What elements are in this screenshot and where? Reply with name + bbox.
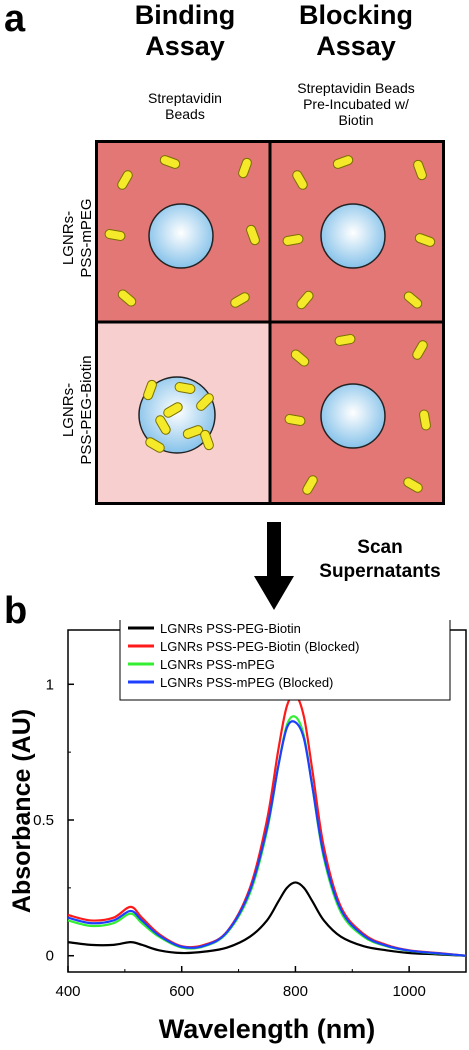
blocking-assay-heading: Blocking Assay xyxy=(298,0,413,61)
nanorod xyxy=(174,382,196,394)
legend-entry: LGNRs PSS-mPEG (Blocked) xyxy=(160,675,333,690)
nanorod xyxy=(334,334,356,346)
legend-entry: LGNRs PSS-PEG-Biotin (Blocked) xyxy=(160,639,359,654)
series-line-4 xyxy=(67,720,467,957)
nanorod xyxy=(414,233,436,247)
nanorod xyxy=(200,429,214,451)
nanorod xyxy=(117,289,137,307)
nanorod xyxy=(159,155,181,169)
nanorod xyxy=(155,415,171,435)
nanorod xyxy=(403,291,423,309)
nanorod xyxy=(302,475,318,495)
nanorod xyxy=(117,170,133,190)
nanorod xyxy=(403,477,423,493)
nanorod xyxy=(143,379,157,401)
nanorod xyxy=(290,349,310,367)
nanorod xyxy=(419,409,431,431)
down-arrow-icon xyxy=(254,522,294,610)
series-line-1 xyxy=(67,881,467,957)
legend-entry: LGNRs PSS-PEG-Biotin xyxy=(160,621,301,636)
nanorod xyxy=(238,157,252,179)
panel-a-letter: a xyxy=(4,0,26,40)
binding-column-subheading: Streptavidin Beads xyxy=(148,90,222,122)
nanorod xyxy=(292,170,308,190)
x-tick-label: 1000 xyxy=(392,983,425,1000)
y-axis-label: Absorbance (AU) xyxy=(8,709,36,913)
y-tick-label: 0 xyxy=(46,948,54,965)
nanorod xyxy=(196,393,214,411)
nanorod xyxy=(246,224,260,246)
nanorod xyxy=(182,425,204,439)
binding-assay-heading: Binding Assay xyxy=(134,0,236,61)
row-label-biotin: LGNRs- PSS-PEG-Biotin xyxy=(60,355,95,465)
bead xyxy=(148,203,214,269)
nanorod xyxy=(145,437,165,453)
x-tick-label: 600 xyxy=(169,983,194,1000)
nanorod xyxy=(413,159,427,181)
x-axis-label: Wavelength (nm) xyxy=(159,1014,376,1044)
legend-entry: LGNRs PSS-mPEG xyxy=(160,657,275,672)
bead xyxy=(320,383,386,449)
nanorod xyxy=(282,234,304,246)
nanorod xyxy=(412,340,428,360)
y-tick-label: 0.5 xyxy=(33,812,54,829)
blocking-column-subheading: Streptavidin Beads Pre-Incubated w/ Biot… xyxy=(297,80,415,128)
nanorod xyxy=(284,414,306,426)
nanorod xyxy=(332,155,354,169)
nanorod xyxy=(230,292,250,308)
x-tick-label: 800 xyxy=(283,983,308,1000)
scan-supernatants-label: Scan Supernatants xyxy=(319,537,441,582)
panel-b-letter: b xyxy=(4,590,28,632)
row-label-mpeg: LGNRs- PSS-mPEG xyxy=(60,198,95,278)
assay-grid-diagram xyxy=(95,140,445,505)
x-tick-label: 400 xyxy=(55,983,80,1000)
nanorod xyxy=(104,229,126,241)
nanorod xyxy=(296,290,314,310)
nanorod xyxy=(163,402,183,418)
y-tick-label: 1 xyxy=(46,676,54,693)
legend-box xyxy=(119,620,451,701)
bead xyxy=(320,203,386,269)
